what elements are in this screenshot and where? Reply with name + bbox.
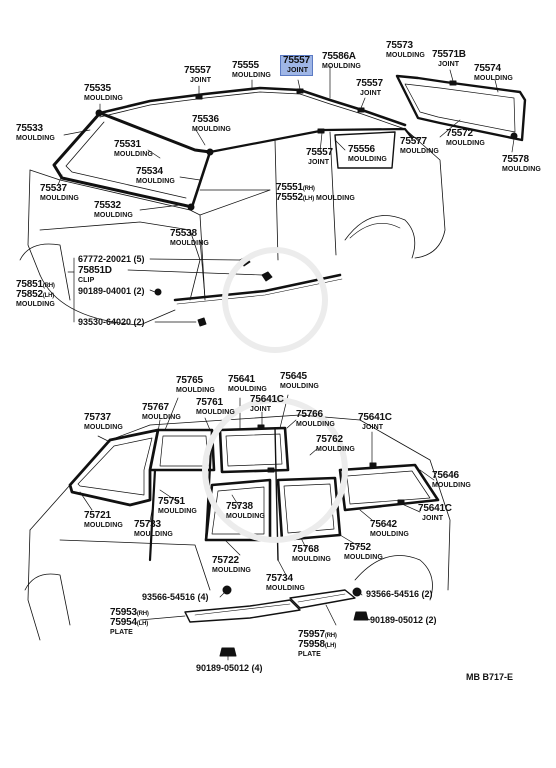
label-93566-54516-b: 93566-54516 (2) (366, 589, 433, 599)
label-90189-05012-b: 90189-05012 (4) (196, 663, 263, 673)
pillar-moulding-75536 (98, 111, 212, 154)
top-car-body (19, 74, 527, 327)
scuff-plate-75957 (289, 589, 356, 609)
body-side-moulding-75551 (173, 273, 342, 302)
tailgate-window-moulding (395, 74, 527, 142)
label-90189-05012-a: 90189-05012 (2) (370, 615, 437, 625)
quarter-window (338, 463, 440, 512)
top-leader-lines (57, 65, 515, 323)
bottom-car-body (24, 414, 451, 657)
label-67772-20021: 67772-20021 (5) (78, 254, 145, 264)
front-door-window (150, 428, 216, 472)
watermark-emblem (202, 247, 348, 543)
scuff-plate-75953 (184, 599, 301, 623)
label-93530-64020: 93530-64020 (2) (78, 317, 145, 327)
label-75851-pair: 75851(RH) 75852(LH) MOULDING (16, 279, 55, 309)
label-75953-pair: 75953(RH) 75954(LH) PLATE (110, 607, 149, 637)
door-frame-moulding-75534 (208, 127, 414, 154)
label-75551-pair: 75551(RH) 75552(LH)MOULDING (276, 182, 355, 203)
roof-moulding-75555 (98, 86, 407, 127)
label-90189-04001: 90189-04001 (2) (78, 286, 145, 296)
diagram-code: MB B717-E (466, 672, 514, 682)
label-93566-54516-a: 93566-54516 (4) (142, 592, 209, 602)
label-75957-pair: 75957(RH) 75958(LH) PLATE (298, 629, 337, 659)
rear-door-window (218, 426, 290, 474)
windshield-moulding-75533 (52, 111, 194, 209)
